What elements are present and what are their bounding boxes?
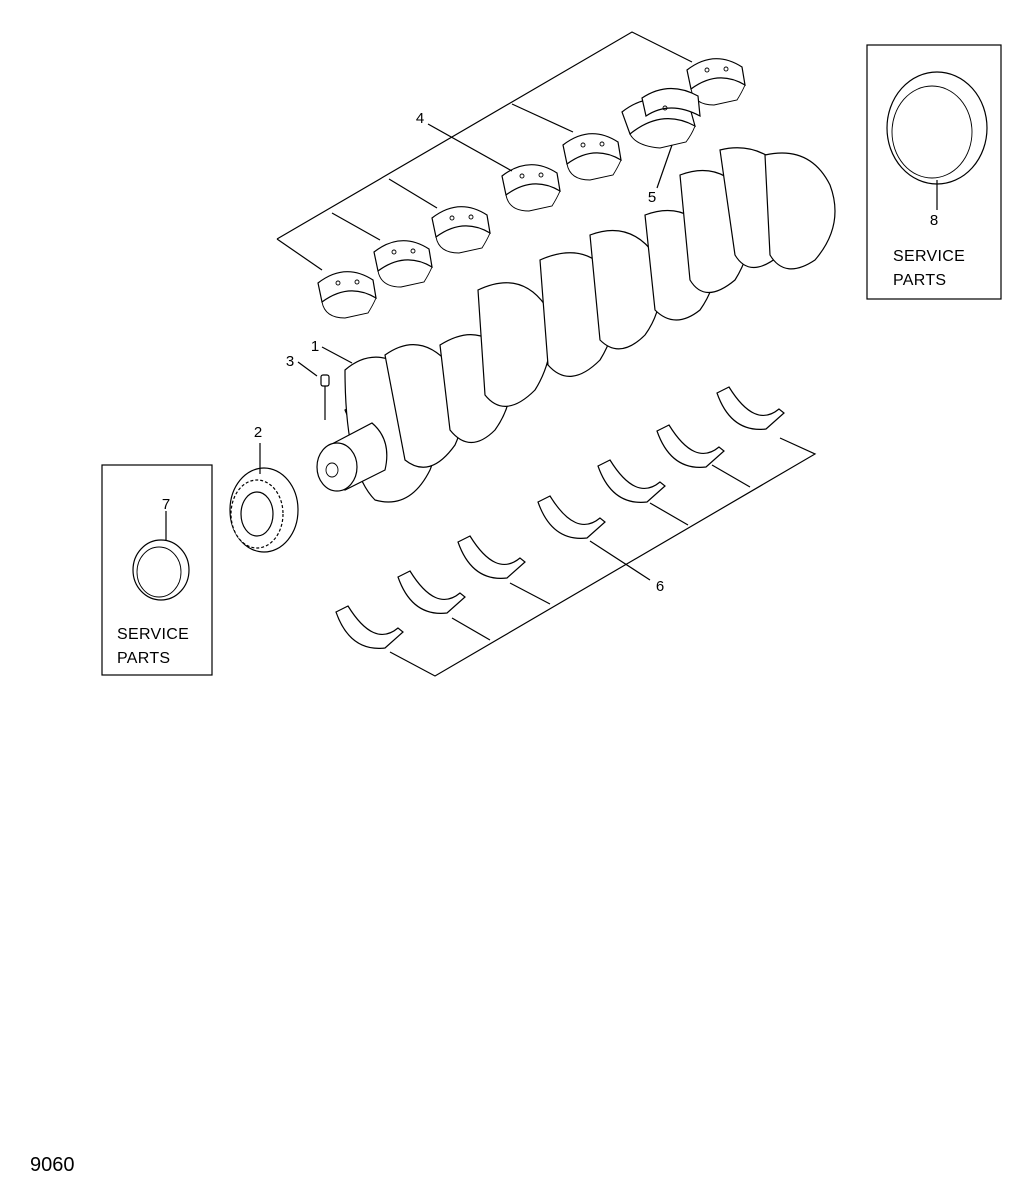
service-parts-left-line1: SERVICE (117, 626, 189, 643)
callout-4: 4 (416, 110, 424, 127)
callout-3: 3 (286, 353, 294, 370)
callout-8: 8 (930, 212, 938, 229)
lower-bearing-shell-6 (656, 424, 725, 468)
service-parts-box-left: 7 SERVICE PARTS (101, 464, 213, 676)
upper-main-bearing-shells (276, 31, 746, 319)
callout-2: 2 (254, 424, 262, 441)
rear-seal-sleeve (886, 71, 988, 185)
callouts: 1 2 3 4 5 6 (254, 110, 673, 595)
service-parts-right-line1: SERVICE (893, 248, 965, 265)
dowel-pin (320, 374, 330, 420)
lower-bearing-shell-3 (457, 535, 526, 579)
figure-number: 9060 (30, 1154, 75, 1176)
lower-main-bearing-shells (335, 386, 817, 677)
lower-bearing-shell-5 (597, 459, 666, 503)
callout-1: 1 (311, 338, 319, 355)
service-parts-left-line2: PARTS (117, 650, 170, 667)
upper-bearing-shell-6 (686, 58, 746, 106)
upper-bearing-shell-2 (373, 240, 433, 288)
crankshaft-gear (229, 467, 299, 553)
callout-5: 5 (648, 189, 656, 206)
upper-bearing-shell-4 (501, 164, 561, 212)
lower-bearing-shell-1 (335, 605, 404, 649)
thrust-bearing-shell (621, 87, 701, 149)
service-parts-right-line2: PARTS (893, 272, 946, 289)
upper-bearing-shell-1 (317, 271, 377, 319)
upper-bearing-shell-5 (562, 133, 622, 181)
lower-bearing-shell-7 (716, 386, 785, 430)
callout-6: 6 (656, 578, 664, 595)
lower-bearing-shell-2 (397, 570, 466, 614)
callout-7: 7 (162, 496, 170, 513)
lower-bearing-shell-4 (537, 495, 606, 539)
crankshaft (316, 147, 836, 503)
service-parts-box-right: 8 SERVICE PARTS (866, 44, 1002, 300)
front-seal-sleeve (132, 539, 190, 601)
upper-bearing-shell-3 (431, 206, 491, 254)
